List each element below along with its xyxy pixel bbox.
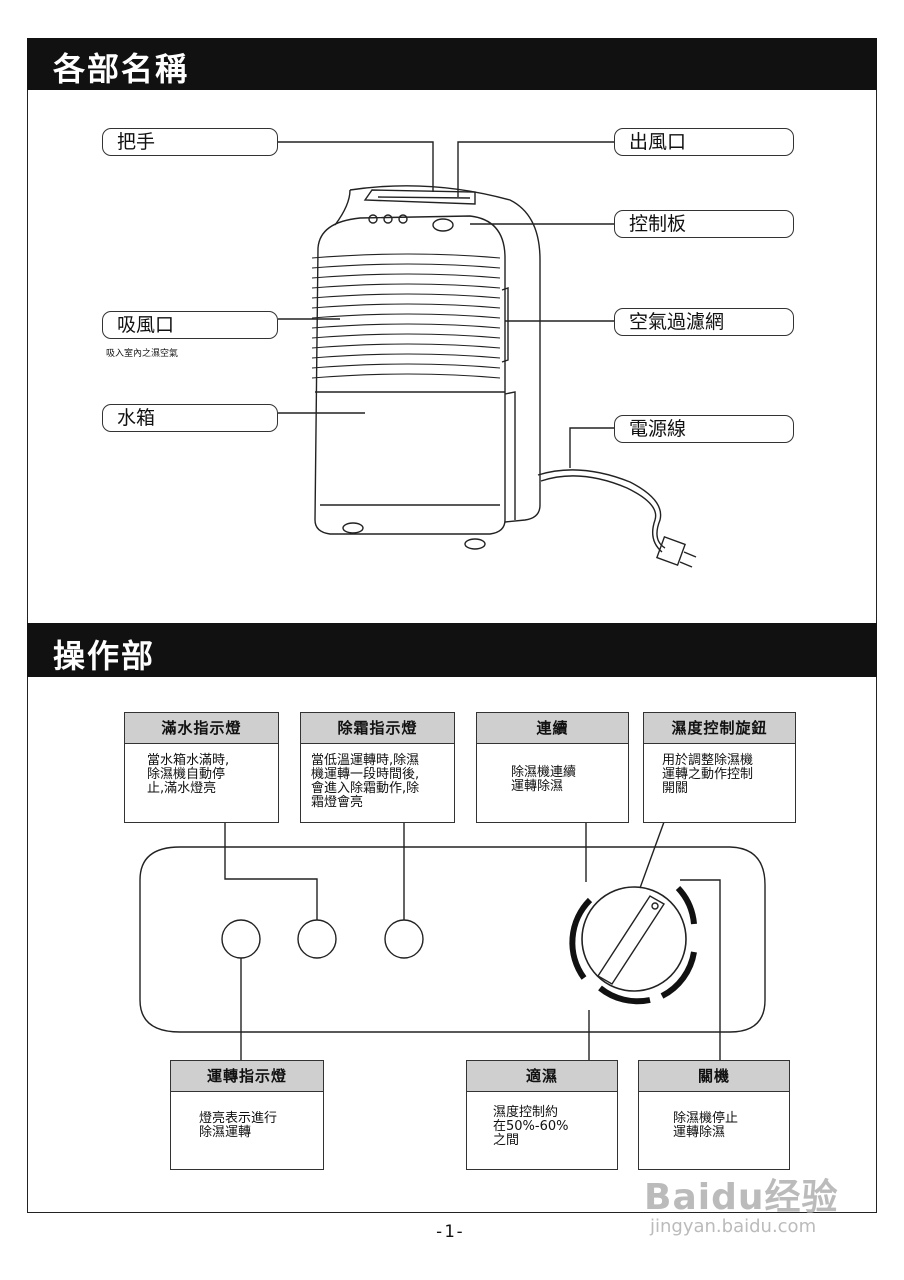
callout-title: 濕度控制旋鈕 <box>644 713 795 744</box>
callout-title: 除霜指示燈 <box>301 713 454 744</box>
section-title: 各部名稱 <box>53 50 190 88</box>
callout-body: 用於調整除濕機 運轉之動作控制 開關 <box>662 753 754 796</box>
callout-running-indicator: 運轉指示燈 燈亮表示進行 除濕運轉 <box>170 1060 324 1170</box>
callout-off: 關機 除濕機停止 運轉除濕 <box>638 1060 790 1170</box>
callout-body: 除濕機連續 運轉除濕 <box>511 765 577 794</box>
callout-body: 燈亮表示進行 除濕運轉 <box>199 1111 278 1140</box>
section-title: 操作部 <box>53 637 156 675</box>
callout-defrost-indicator: 除霜指示燈 當低溫運轉時,除濕 機運轉一段時間後, 會進入除霜動作,除 霜燈會亮 <box>300 712 455 823</box>
callout-full-water-indicator: 滿水指示燈 當水箱水滿時, 除濕機自動停 止,滿水燈亮 <box>124 712 279 823</box>
callout-title: 關機 <box>639 1061 789 1092</box>
label-control-panel: 控制板 <box>614 210 794 238</box>
callout-title: 連續 <box>477 713 628 744</box>
label-air-filter: 空氣過濾網 <box>614 308 794 336</box>
callout-humidity-knob: 濕度控制旋鈕 用於調整除濕機 運轉之動作控制 開關 <box>643 712 796 823</box>
callout-body: 除濕機停止 運轉除濕 <box>673 1111 739 1140</box>
callout-body: 當水箱水滿時, 除濕機自動停 止,滿水燈亮 <box>147 753 230 796</box>
callout-body: 濕度控制約 在50%-60% 之間 <box>493 1105 569 1148</box>
watermark-logo: Baidu经验 <box>644 1177 839 1218</box>
callout-optimal-humidity: 適濕 濕度控制約 在50%-60% 之間 <box>466 1060 618 1170</box>
section-header-controls: 操作部 <box>27 623 877 677</box>
callout-title: 運轉指示燈 <box>171 1061 323 1092</box>
watermark: Baidu经验 jingyan.baidu.com <box>640 1150 870 1250</box>
section-header-parts: 各部名稱 <box>27 38 877 90</box>
callout-body: 當低溫運轉時,除濕 機運轉一段時間後, 會進入除霜動作,除 霜燈會亮 <box>311 753 420 810</box>
page-number: -1- <box>434 1222 465 1242</box>
callout-title: 滿水指示燈 <box>125 713 278 744</box>
air-inlet-note: 吸入室內之濕空氣 <box>106 349 179 359</box>
label-power-cord: 電源線 <box>614 415 794 443</box>
label-water-tank: 水箱 <box>102 404 278 432</box>
watermark-url: jingyan.baidu.com <box>650 1216 817 1237</box>
label-air-outlet: 出風口 <box>614 128 794 156</box>
label-handle: 把手 <box>102 128 278 156</box>
label-air-inlet: 吸風口 <box>102 311 278 339</box>
callout-continuous: 連續 除濕機連續 運轉除濕 <box>476 712 629 823</box>
callout-title: 適濕 <box>467 1061 617 1092</box>
